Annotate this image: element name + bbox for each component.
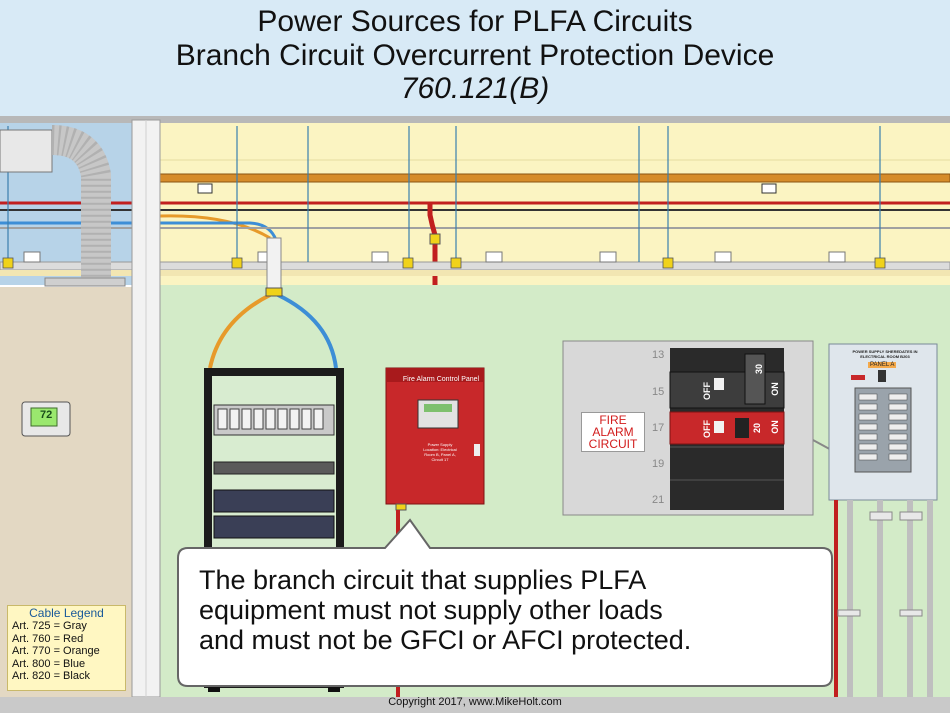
fire-alarm-circuit-label: FIRE ALARM CIRCUIT <box>581 412 645 452</box>
callout-text: The branch circuit that supplies PLFA eq… <box>199 565 819 655</box>
breaker-rating: 30 <box>754 363 765 375</box>
thermostat-reading: 72 <box>40 409 53 421</box>
legend-item: Art. 725 = Gray <box>12 620 87 632</box>
flex-duct <box>51 125 111 280</box>
callout-line-2: equipment must not supply other loads <box>199 595 663 625</box>
slot-number: 15 <box>652 386 665 398</box>
rack-cable-orange <box>208 293 271 369</box>
title-line-1: Power Sources for PLFA Circuits <box>257 5 693 38</box>
cable-tray-rail <box>159 173 950 183</box>
legend-item: Art. 770 = Orange <box>12 645 100 657</box>
title-line-3: 760.121(B) <box>400 72 550 105</box>
title-line-2: Branch Circuit Overcurrent Protection De… <box>175 39 775 72</box>
breaker-30a <box>669 371 785 409</box>
slot-number: 21 <box>652 494 665 506</box>
power-supply-placard: POWER SUPPLY SHEREDATES IN ELECTRICAL RO… <box>852 349 918 359</box>
callout-bubble <box>177 518 833 687</box>
panel-name-label: PANEL A <box>868 362 897 368</box>
legend-item: Art. 820 = Black <box>12 670 90 682</box>
callout-line-3: and must not be GFCI or AFCI protected. <box>199 625 692 655</box>
fire-alarm-panel-sub-label: Power Supply Location: Electrical Room B… <box>423 442 457 462</box>
blue-cable-ceiling <box>0 221 278 241</box>
legend-item: Art. 760 = Red <box>12 632 84 645</box>
breaker-on-label: ON <box>769 420 780 434</box>
slot-number: 19 <box>652 458 665 470</box>
breaker-off-label: OFF <box>702 420 712 438</box>
copyright-text: Copyright 2017, www.MikeHolt.com <box>388 696 562 708</box>
hvac-box <box>0 129 53 173</box>
breaker-20a-fire-alarm <box>669 411 785 445</box>
cable-legend-title: Cable Legend <box>29 606 104 620</box>
breaker-rating: 20 <box>752 422 763 434</box>
fire-alarm-panel-label: Fire Alarm Control Panel <box>402 376 480 383</box>
fire-alarm-control-panel <box>385 367 485 505</box>
slot-number: 13 <box>652 349 665 361</box>
breaker-off-label: OFF <box>702 382 712 400</box>
legend-item: Art. 800 = Blue <box>12 657 86 670</box>
rack-cable-blue <box>277 293 338 369</box>
slot-number: 17 <box>652 422 665 434</box>
breaker-on-label: ON <box>769 382 780 396</box>
conduit-sleeve <box>266 237 282 297</box>
orange-cable-ceiling <box>159 214 271 240</box>
floor <box>0 697 950 713</box>
cable-legend: Cable Legend Art. 725 = Gray Art. 760 = … <box>7 605 126 691</box>
callout-line-1: The branch circuit that supplies PLFA <box>199 565 647 595</box>
